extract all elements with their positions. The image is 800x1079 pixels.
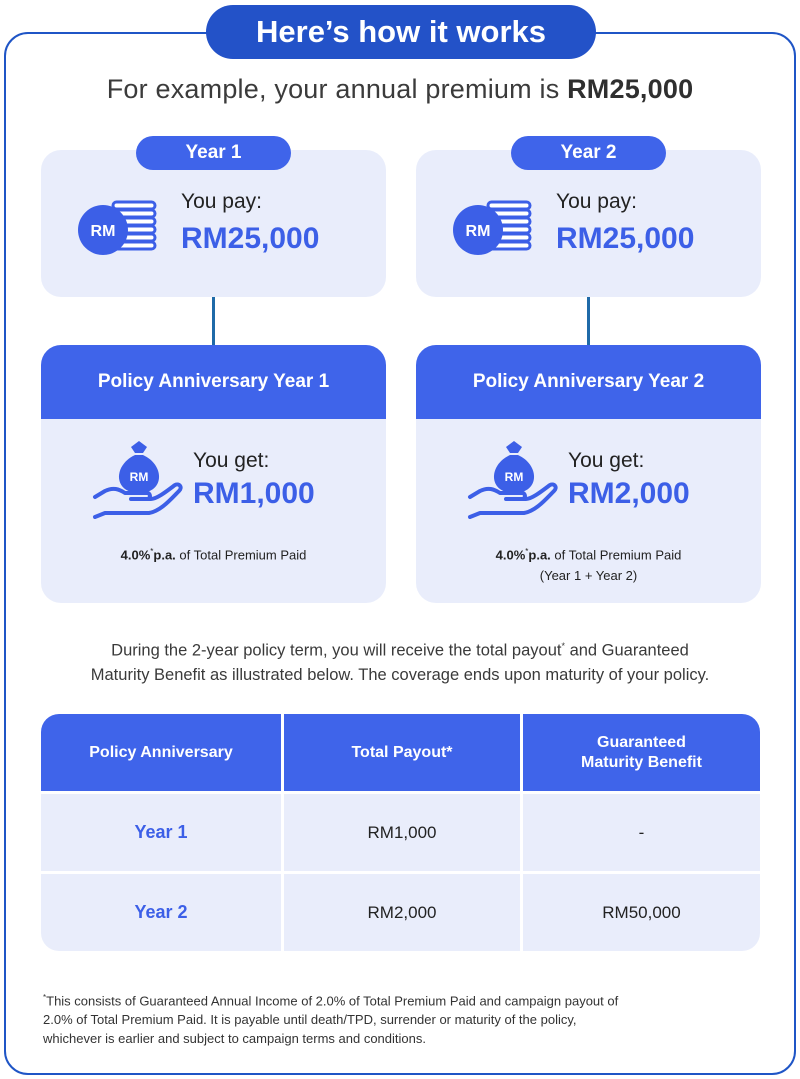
footnote-line1: This consists of Guaranteed Annual Incom… bbox=[46, 993, 619, 1009]
get-label: You get: bbox=[193, 449, 270, 472]
description-part1: During the 2-year policy term, you will … bbox=[111, 641, 562, 660]
page-title: Here’s how it works bbox=[206, 5, 596, 59]
header-text: Total Payout* bbox=[351, 743, 453, 761]
rm-coin-stack-icon: RM bbox=[78, 200, 157, 255]
pay-amount: RM25,000 bbox=[181, 222, 320, 255]
year2-pay-card: RM You pay: RM25,000 bbox=[416, 150, 761, 297]
money-bag-hand-icon: RM bbox=[468, 441, 558, 519]
policy-term-description: During the 2-year policy term, you will … bbox=[0, 634, 800, 687]
table-header-total-payout: Total Payout* bbox=[284, 714, 520, 791]
description-part2: and Guaranteed bbox=[569, 641, 689, 660]
description-line2: Maturity Benefit as illustrated below. T… bbox=[90, 665, 710, 684]
year2-badge: Year 2 bbox=[511, 136, 666, 170]
rate-asterisk: * bbox=[150, 547, 154, 556]
get-amount: RM1,000 bbox=[193, 477, 315, 510]
footnote-line2: 2.0% of Total Premium Paid. It is payabl… bbox=[43, 1012, 577, 1028]
header-text-line1: Guaranteed bbox=[597, 733, 686, 751]
rate-note: (Year 1 + Year 2) bbox=[539, 568, 638, 584]
pay-amount: RM25,000 bbox=[556, 222, 695, 255]
rate-description: of Total Premium Paid bbox=[554, 547, 682, 563]
pay-label: You pay: bbox=[181, 190, 262, 213]
example-text: For example, your annual premium is RM25… bbox=[0, 74, 800, 105]
table-header-policy-anniversary: Policy Anniversary bbox=[41, 714, 281, 791]
rate-value: 4.0% bbox=[120, 547, 151, 563]
header-text: Policy Anniversary bbox=[89, 743, 233, 761]
year1-connector-line bbox=[212, 297, 215, 345]
footnote-line3: whichever is earlier and subject to camp… bbox=[43, 1031, 426, 1047]
anniversary-title: Policy Anniversary Year 2 bbox=[416, 345, 761, 419]
rm-coin-stack-icon: RM bbox=[453, 200, 532, 255]
table-header-guaranteed-maturity-benefit: Guaranteed Maturity Benefit bbox=[523, 714, 760, 791]
footnote-asterisk: * bbox=[43, 993, 47, 1002]
table-row-year2-payout: RM2,000 bbox=[284, 874, 520, 951]
table-row-year1-payout: RM1,000 bbox=[284, 794, 520, 871]
description-asterisk: * bbox=[561, 641, 565, 651]
table-row-year1-label: Year 1 bbox=[41, 794, 281, 871]
rate-description: of Total Premium Paid bbox=[179, 547, 307, 563]
money-bag-hand-icon: RM bbox=[93, 441, 183, 519]
year1-anniversary-card: Policy Anniversary Year 1 RM You get: RM… bbox=[41, 345, 386, 603]
header-text-line2: Maturity Benefit bbox=[581, 753, 702, 771]
anniversary-title: Policy Anniversary Year 1 bbox=[41, 345, 386, 419]
rate-unit: p.a. bbox=[153, 547, 176, 563]
table-row-year2-label: Year 2 bbox=[41, 874, 281, 951]
bag-icon-text: RM bbox=[505, 470, 524, 484]
payout-rate-text: 4.0%*p.a. of Total Premium Paid bbox=[41, 541, 386, 565]
table-row-year2-maturity: RM50,000 bbox=[523, 874, 760, 951]
year1-badge: Year 1 bbox=[136, 136, 291, 170]
example-amount: RM25,000 bbox=[567, 74, 694, 104]
year2-connector-line bbox=[587, 297, 590, 345]
rate-unit: p.a. bbox=[528, 547, 551, 563]
get-label: You get: bbox=[568, 449, 645, 472]
year2-anniversary-card: Policy Anniversary Year 2 RM You get: RM… bbox=[416, 345, 761, 603]
bag-icon-text: RM bbox=[130, 470, 149, 484]
get-amount: RM2,000 bbox=[568, 477, 690, 510]
year1-pay-card: RM You pay: RM25,000 bbox=[41, 150, 386, 297]
example-prefix: For example, your annual premium is bbox=[106, 74, 560, 104]
payout-rate-text: 4.0%*p.a. of Total Premium Paid (Year 1 … bbox=[416, 541, 761, 586]
rate-asterisk: * bbox=[525, 547, 529, 556]
rm-icon-text: RM bbox=[466, 223, 491, 240]
table-row-year1-maturity: - bbox=[523, 794, 760, 871]
footnote: *This consists of Guaranteed Annual Inco… bbox=[43, 988, 763, 1048]
rate-value: 4.0% bbox=[495, 547, 526, 563]
pay-label: You pay: bbox=[556, 190, 637, 213]
rm-icon-text: RM bbox=[91, 223, 116, 240]
